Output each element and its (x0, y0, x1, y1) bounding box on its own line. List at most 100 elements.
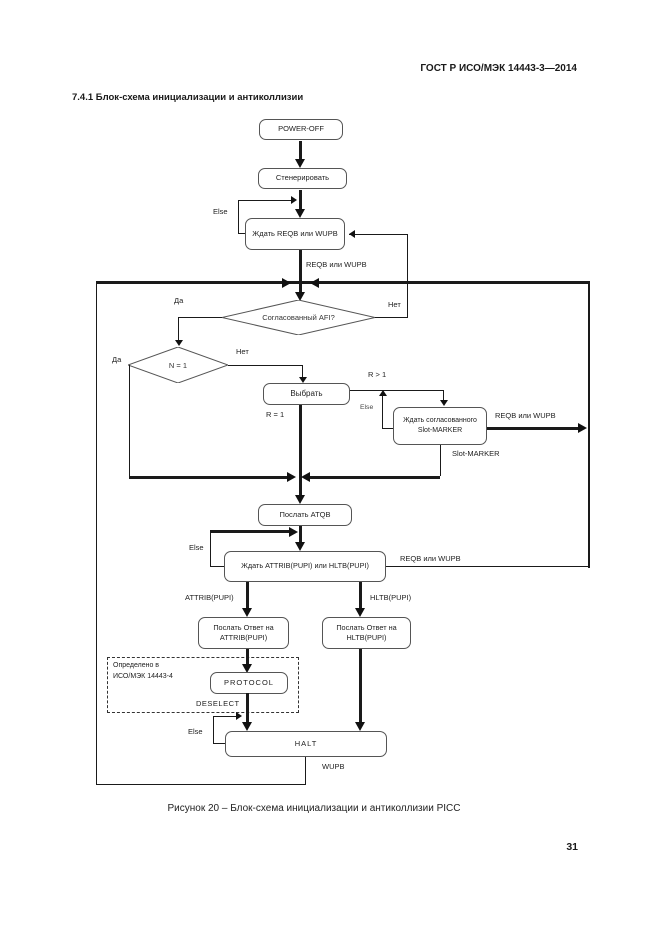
flow-line (246, 649, 249, 668)
arrowhead-right (236, 712, 242, 720)
flow-line (299, 526, 302, 546)
flow-line-n-no (302, 365, 303, 379)
flow-line-attrib-branch (246, 582, 249, 611)
flow-line-hltb-branch (359, 649, 362, 726)
flow-line (299, 250, 302, 297)
flow-line-else-loop (238, 200, 291, 201)
annotation-defined-in-line2: ИСО/МЭК 14443-4 (113, 673, 173, 680)
flow-line-n-yes (129, 365, 130, 477)
node-wait-reqb-wupb: Ждать REQB или WUPB (245, 218, 345, 250)
arrowhead-right (291, 196, 297, 204)
flow-line (246, 693, 249, 726)
flow-line-timeout-exit (386, 566, 589, 567)
node-select: Выбрать (263, 383, 350, 405)
section-title: 7.4.1 Блок-схема инициализации и антикол… (72, 92, 304, 103)
dashed-region-iso-14443-4 (107, 657, 299, 713)
node-send-atqb: Послать ATQB (258, 504, 352, 526)
arrowhead-down (242, 608, 252, 617)
node-halt-label: HALT (294, 738, 318, 748)
arrowhead-down (295, 542, 305, 551)
decision-n-label: N = 1 (168, 360, 188, 370)
edge-label-yes: Да (174, 296, 184, 305)
diamond-shape (128, 347, 228, 383)
annotation-defined-in-line1: Определено в (113, 662, 160, 669)
edge-label-no: Нет (388, 300, 401, 309)
flow-line-left-return (96, 282, 97, 785)
arrowhead-down (242, 664, 252, 673)
flow-line-hltb-branch (359, 582, 362, 611)
arrowhead-down (295, 209, 305, 218)
flow-line-else-loop (213, 716, 214, 744)
decision-n-equals-one: N = 1 (128, 347, 228, 383)
flow-line-else-loop (210, 530, 292, 533)
node-select-label: Выбрать (290, 389, 323, 399)
edge-label-reqb-wupb: REQB или WUPB (400, 554, 461, 563)
flow-line-else-loop (210, 530, 211, 567)
edge-label-else: Else (213, 207, 228, 216)
node-wait-reqb-wupb-label: Ждать REQB или WUPB (252, 228, 338, 238)
flow-line-r-gt-1 (350, 390, 444, 391)
page-number: 31 (566, 841, 578, 853)
arrowhead-down (295, 292, 305, 301)
flow-line-else-loop (238, 233, 246, 234)
edge-label-attrib: ATTRIB(PUPI) (185, 593, 234, 602)
node-send-attrib-response-line2: ATTRIB(PUPI) (219, 633, 268, 642)
edge-label-wupb: WUPB (322, 762, 345, 771)
arrowhead-down (242, 722, 252, 731)
node-send-attrib-response: Послать Ответ на ATTRIB(PUPI) (198, 617, 289, 649)
node-wait-slot-marker-line2: Slot-MARKER (417, 427, 463, 434)
arrowhead-down (355, 722, 365, 731)
flow-line-else-loop (382, 428, 393, 429)
flow-line-else-loop (213, 743, 225, 744)
figure-caption: Рисунок 20 – Блок-схема инициализации и … (167, 803, 461, 814)
flow-line-right-return (588, 282, 590, 568)
edge-label-else: Else (189, 543, 204, 552)
edge-label-reqb-wupb: REQB или WUPB (495, 411, 556, 420)
node-wait-slot-marker-line1: Ждать согласованного (403, 417, 477, 425)
node-wait-attrib-hltb: Ждать ATTRIB(PUPI) или HLTB(PUPI) (224, 551, 386, 582)
node-send-hltb-response-line2: HLTB(PUPI) (346, 633, 387, 642)
arrowhead-down (355, 608, 365, 617)
flow-line-yes (178, 317, 222, 318)
edge-label-yes: Да (112, 355, 122, 364)
arrowhead-up (379, 390, 387, 396)
flow-line-wupb-return (305, 757, 306, 785)
flow-line-top-bus (96, 281, 590, 284)
edge-label-reqb-wupb: REQB или WUPB (306, 260, 367, 269)
flow-line-no-feedback (407, 234, 408, 318)
node-protocol-label: PROTOCOL (224, 677, 274, 687)
arrowhead-left (310, 278, 319, 288)
flow-line (299, 141, 302, 162)
node-send-hltb-response: Послать Ответ на HLTB(PUPI) (322, 617, 411, 649)
flow-line-no-feedback (349, 234, 407, 235)
flow-line-r-gt-1 (443, 390, 444, 401)
edge-label-no: Нет (236, 347, 249, 356)
flow-line-no-feedback (375, 317, 408, 318)
edge-label-else: Else (188, 727, 203, 736)
flow-line (299, 405, 302, 500)
arrowhead-down (175, 340, 183, 346)
edge-label-r-eq-1: R = 1 (266, 410, 285, 419)
node-generate: Стенерировать (258, 168, 347, 189)
flow-line-bottom-return (96, 784, 306, 785)
flow-line (440, 445, 441, 476)
arrowhead-down (440, 400, 448, 406)
flow-line-else-loop (382, 392, 383, 429)
node-power-off-label: POWER-OFF (278, 124, 324, 134)
flow-line-else-loop (238, 200, 239, 234)
node-send-atqb-label: Послать ATQB (279, 509, 331, 519)
node-power-off: POWER-OFF (259, 119, 343, 140)
flow-line (299, 190, 302, 210)
decision-afi-label: Согласованный AFI? (262, 313, 335, 322)
node-generate-label: Стенерировать (275, 173, 330, 183)
node-send-attrib-response-line1: Послать Ответ на (213, 622, 274, 632)
diamond-shape (222, 300, 375, 335)
flow-line-yes (178, 317, 179, 342)
flow-line-junction (129, 476, 287, 479)
edge-label-slot-marker: Slot-MARKER (452, 449, 500, 458)
arrowhead-right (578, 423, 587, 433)
edge-label-else: Else (360, 404, 374, 411)
arrowhead-left (301, 472, 310, 482)
flow-line-else-loop (210, 566, 224, 567)
